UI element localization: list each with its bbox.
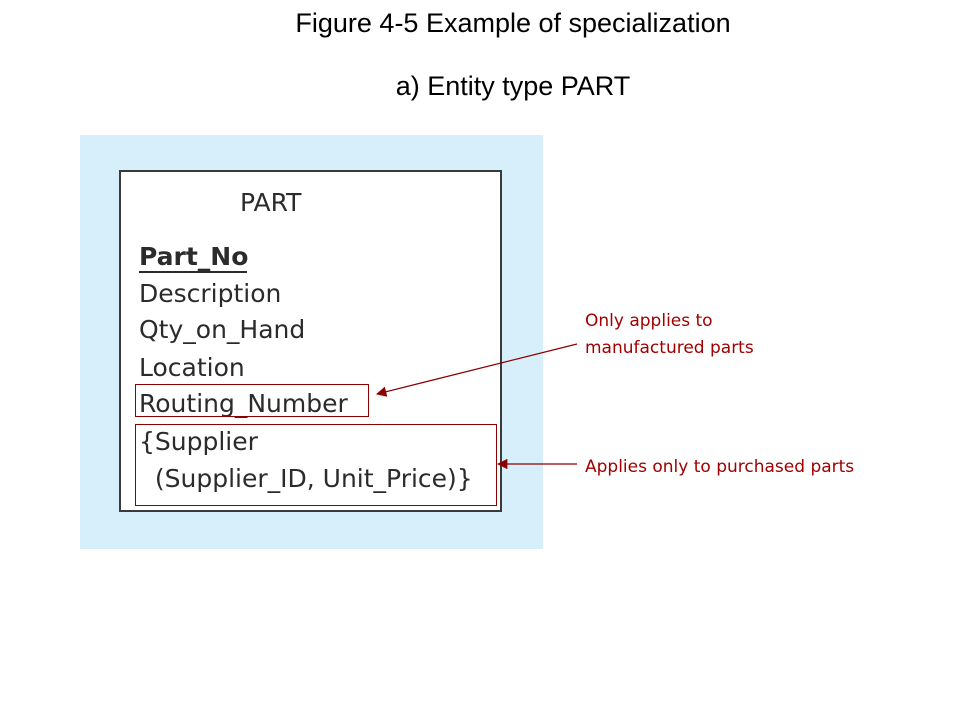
purchased-note: Applies only to purchased parts: [585, 457, 855, 477]
entity-box: [119, 170, 502, 512]
diagram-subtitle: a) Entity type PART: [395, 71, 631, 101]
attribute-identifier: Part_No: [139, 242, 249, 271]
entity-name: PART: [240, 188, 302, 217]
supplier-highlight-box: [135, 424, 497, 506]
attribute-routing-number: Routing_Number: [139, 389, 348, 418]
arrow-to-routing-number: [375, 343, 578, 397]
attribute-location: Location: [139, 353, 245, 382]
manufactured-note-line2: manufactured parts: [585, 338, 754, 358]
attribute-qty-on-hand: Qty_on_Hand: [139, 315, 306, 344]
attribute-supplier-composite: (Supplier_ID, Unit_Price)}: [139, 464, 473, 493]
routing-number-highlight-box: [135, 384, 369, 417]
figure-title: Figure 4-5 Example of specialization: [295, 8, 731, 38]
manufactured-note-line1: Only applies to: [585, 311, 713, 331]
attribute-description: Description: [139, 279, 282, 308]
identifier-underline: [139, 271, 247, 273]
attribute-supplier: {Supplier: [139, 427, 258, 456]
